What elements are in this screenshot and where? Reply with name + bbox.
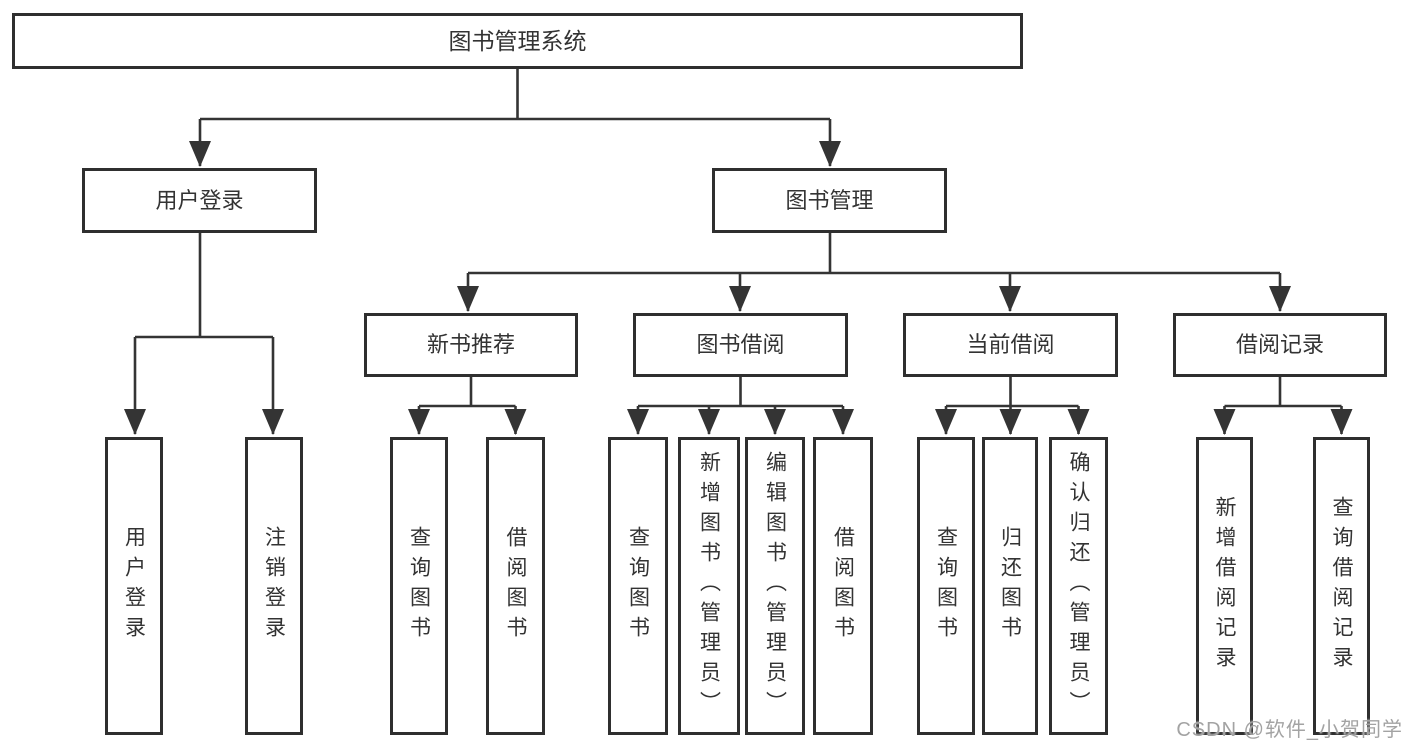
leaf-logout-login: 注销登录: [245, 437, 303, 735]
watermark-text: CSDN @软件_小贺同学: [1176, 719, 1403, 741]
leaf-add-borrow-record: 新增借阅记录: [1196, 437, 1253, 735]
node-new-book-recommend: 新书推荐: [364, 313, 578, 377]
leaf-query-borrow-record: 查询借阅记录: [1313, 437, 1370, 735]
leaf-borrow-books-recommend: 借阅图书: [486, 437, 545, 735]
node-label: 查询借阅记录: [1330, 496, 1353, 676]
node-label: 图书管理系统: [448, 27, 587, 54]
node-label: 用户登录: [122, 526, 146, 646]
node-label: 编辑图书（管理员）: [763, 451, 787, 721]
node-label: 图书借阅: [696, 332, 785, 357]
leaf-return-books: 归还图书: [982, 437, 1038, 735]
node-label: 借阅记录: [1235, 332, 1324, 357]
node-book-management: 图书管理: [712, 168, 947, 233]
node-label: 用户登录: [155, 187, 244, 213]
node-label: 当前借阅: [966, 332, 1055, 357]
node-label: 新增借阅记录: [1213, 496, 1236, 676]
leaf-borrow-books: 借阅图书: [813, 437, 873, 735]
leaf-user-login: 用户登录: [105, 437, 163, 735]
leaf-query-books-recommend: 查询图书: [390, 437, 448, 735]
node-label: 新书推荐: [426, 332, 515, 357]
node-borrow-records: 借阅记录: [1173, 313, 1387, 377]
node-label: 查询图书: [626, 526, 650, 646]
node-label: 注销登录: [262, 526, 286, 646]
node-label: 确认归还（管理员）: [1067, 451, 1090, 721]
leaf-query-books-current: 查询图书: [917, 437, 975, 735]
leaf-add-book-admin: 新增图书（管理员）: [678, 437, 740, 735]
leaf-confirm-return-admin: 确认归还（管理员）: [1049, 437, 1108, 735]
node-root: 图书管理系统: [12, 13, 1023, 69]
node-label: 新增图书（管理员）: [697, 451, 721, 721]
node-label: 借阅图书: [504, 526, 527, 646]
node-label: 查询图书: [407, 526, 431, 646]
leaf-edit-book-admin: 编辑图书（管理员）: [745, 437, 805, 735]
node-book-borrow: 图书借阅: [633, 313, 848, 377]
node-current-borrow: 当前借阅: [903, 313, 1118, 377]
node-label: 借阅图书: [831, 526, 855, 646]
node-label: 图书管理: [785, 187, 874, 213]
node-label: 查询图书: [934, 526, 958, 646]
node-user-login: 用户登录: [82, 168, 317, 233]
node-label: 归还图书: [998, 526, 1022, 646]
leaf-query-books-borrow: 查询图书: [608, 437, 668, 735]
